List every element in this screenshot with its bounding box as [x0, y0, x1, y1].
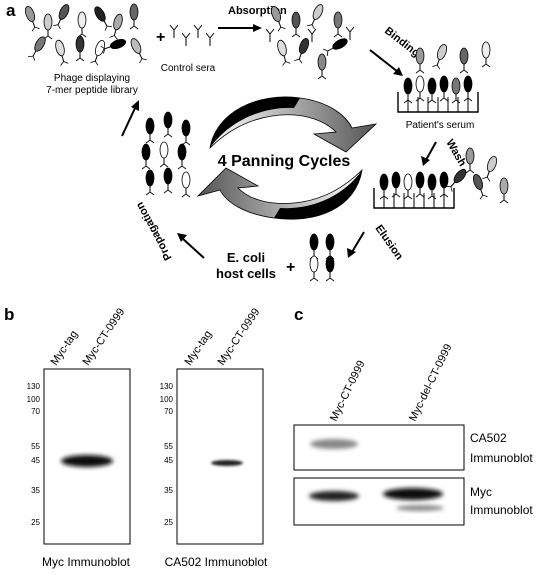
absorbed-mixture-cluster — [265, 2, 355, 80]
blot2-mw-25: 25 — [164, 518, 173, 527]
panel-c-label: c — [294, 305, 303, 324]
blot1-mw-130: 130 — [27, 382, 41, 391]
washed-plate — [373, 171, 455, 209]
c-blot2-band-3 — [396, 505, 444, 511]
panel-c-lane-1: Myc-CT-0999 — [328, 359, 368, 424]
blot2-mw-35: 35 — [164, 486, 173, 495]
myc-blot: Myc-tag Myc-CT-0999 130 100 70 55 45 35 … — [27, 306, 131, 569]
patient-serum-label: Patient's serum — [406, 120, 475, 131]
panel-a-label: a — [6, 1, 16, 20]
plus-sign-bottom: + — [286, 259, 295, 276]
blot2-mw-100: 100 — [160, 395, 174, 404]
binding-arrow — [369, 49, 399, 73]
blot2-lane-2: Myc-CT-0999 — [216, 306, 263, 367]
blot1-band — [61, 455, 113, 467]
blot1-caption: Myc Immunoblot — [42, 555, 131, 569]
wash-label: Wash — [443, 138, 468, 169]
blot1-mw-45: 45 — [31, 456, 40, 465]
host-cells-line1: E. coli — [227, 250, 265, 265]
blot1-mw-25: 25 — [31, 518, 40, 527]
blot1-lane-2: Myc-CT-0999 — [81, 306, 128, 367]
c-blot2-membrane — [293, 477, 465, 526]
c-blot2-label-2: Immunoblot — [470, 503, 533, 517]
blot1-mw-55: 55 — [31, 442, 40, 451]
amplified-phages — [141, 111, 191, 198]
eluted-phages — [309, 233, 335, 282]
blot2-mw-45: 45 — [164, 456, 173, 465]
ca502-blot: Myc-tag Myc-CT-0999 130 100 70 55 45 35 … — [160, 306, 268, 569]
c-blot2-band-1 — [309, 491, 359, 501]
blot2-mw-130: 130 — [160, 382, 174, 391]
panel-c-ca502-blot: CA502 Immunoblot — [293, 424, 533, 471]
blot2-mw-55: 55 — [164, 442, 173, 451]
c-blot1-label-2: Immunoblot — [470, 451, 533, 465]
elusion-arrow — [351, 231, 365, 253]
blot2-lane-1: Myc-tag — [183, 329, 215, 368]
panel-c-myc-blot: Myc Immunoblot — [293, 477, 533, 526]
blot1-mw-35: 35 — [31, 486, 40, 495]
blot1-mw-100: 100 — [27, 395, 41, 404]
control-sera-antibodies — [169, 24, 215, 47]
plus-sign-top: + — [156, 29, 165, 46]
c-blot2-label-1: Myc — [470, 485, 492, 499]
panning-cycles-label: 4 Panning Cycles — [218, 153, 351, 170]
host-cells-line2: host cells — [216, 266, 276, 281]
panel-b-label: b — [4, 305, 14, 324]
elusion-label: Elusion — [373, 223, 406, 263]
panning-cycle-arrows — [196, 96, 378, 220]
unbound-phages-right — [415, 41, 491, 74]
blot1-lane-1: Myc-tag — [49, 329, 81, 368]
c-blot1-band — [310, 439, 358, 449]
wash-arrow — [425, 141, 437, 161]
c-blot1-label-1: CA502 — [470, 431, 507, 445]
library-label-line1: Phage displaying — [54, 73, 130, 84]
control-sera-label: Control sera — [161, 63, 216, 74]
return-arrow — [121, 105, 137, 137]
blot1-mw-70: 70 — [31, 407, 40, 416]
phage-library-cluster — [23, 2, 148, 66]
blot2-caption: CA502 Immunoblot — [165, 555, 268, 569]
panel-c-lane-2: Myc-del-CT-0999 — [407, 342, 455, 423]
library-label-line2: 7-mer peptide library — [46, 85, 138, 96]
blot2-mw-70: 70 — [164, 407, 173, 416]
c-blot2-band-2 — [383, 488, 443, 500]
blot2-membrane — [176, 368, 264, 545]
propagation-label: Propagation — [134, 200, 175, 263]
patient-serum-plate — [397, 75, 479, 113]
propagation-arrow — [181, 237, 205, 259]
blot2-band — [211, 460, 243, 466]
